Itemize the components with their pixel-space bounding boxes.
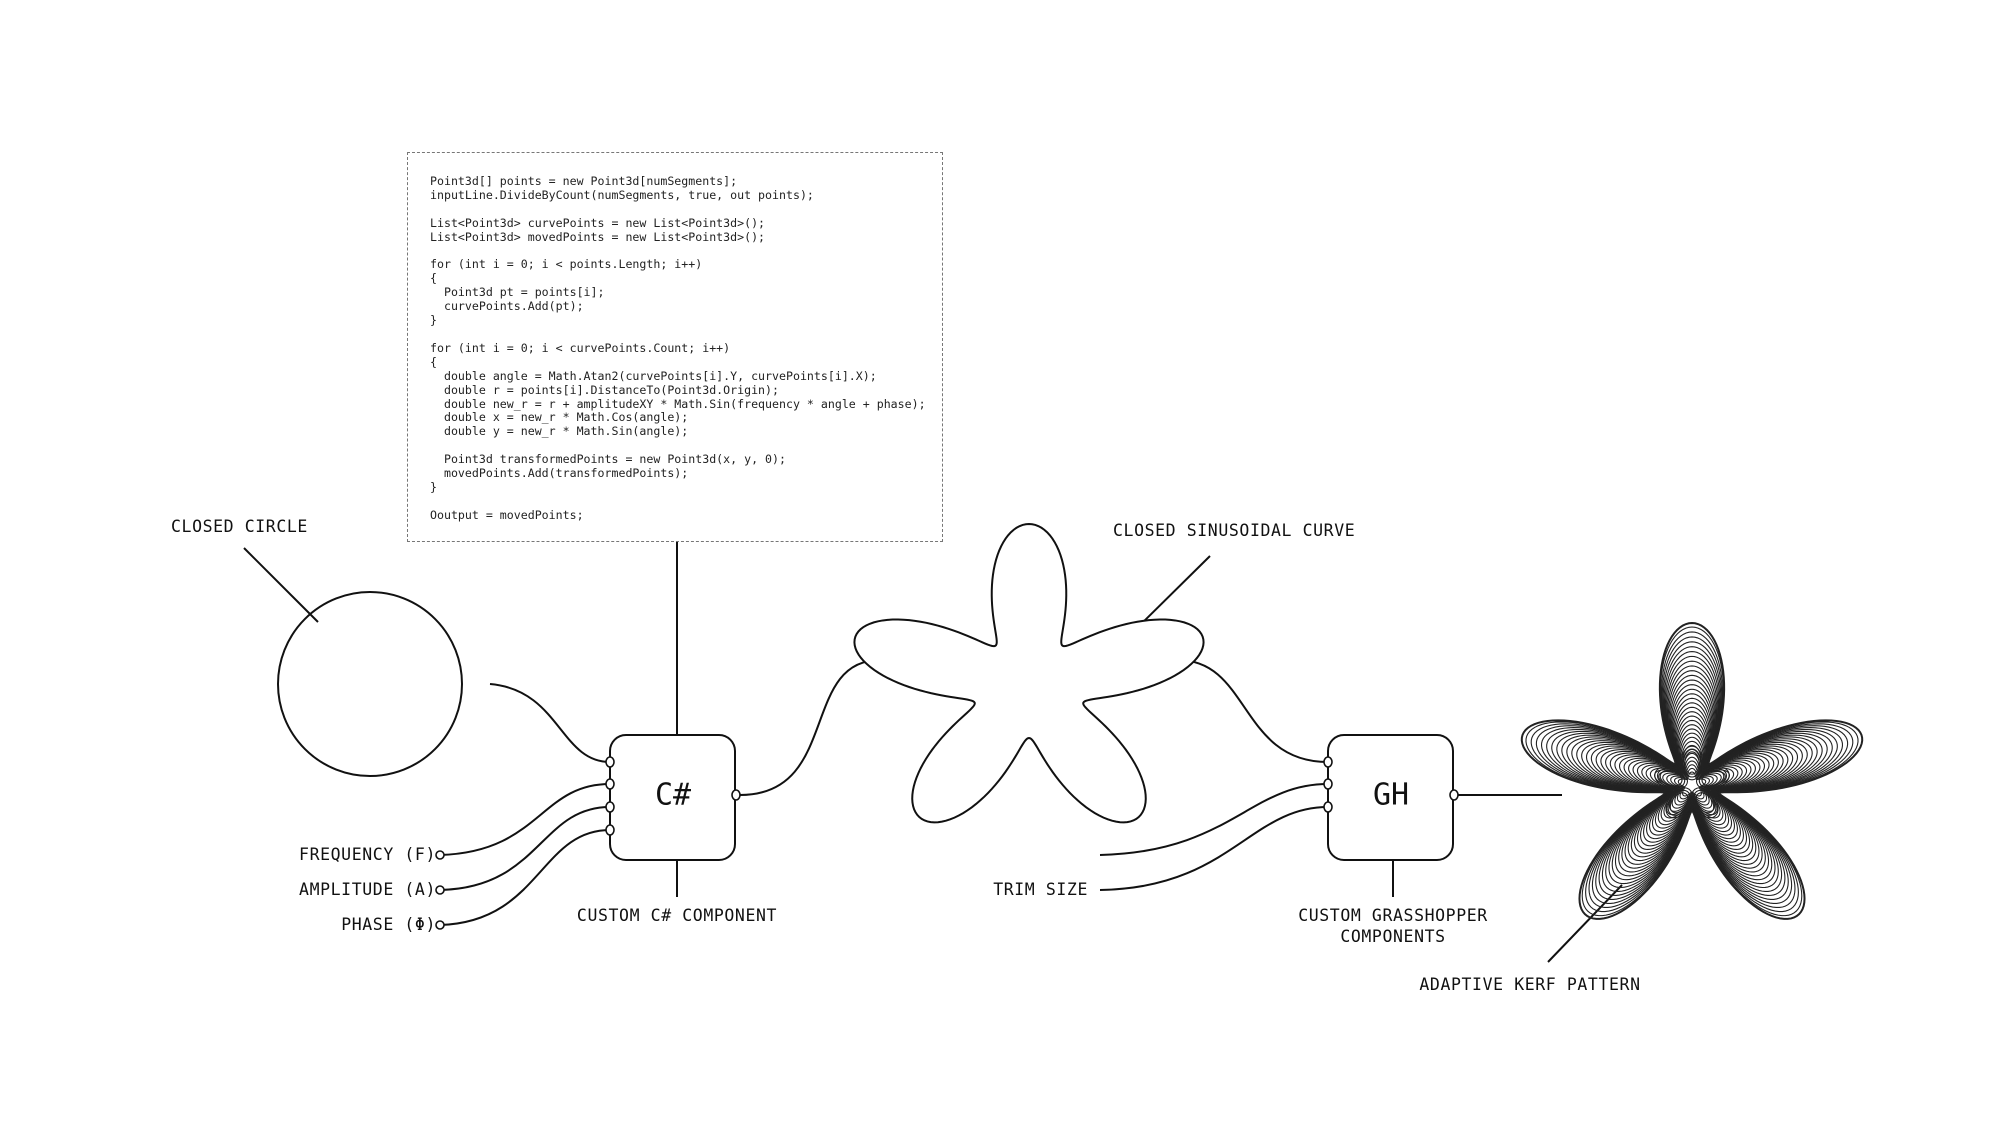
kerf-cell bbox=[1691, 787, 1719, 819]
adaptive-kerf-pattern-shape bbox=[1520, 621, 1864, 920]
closed-circle-shape bbox=[277, 591, 463, 777]
wire-trim-a bbox=[1099, 783, 1329, 856]
label-phase: PHASE (Φ) bbox=[341, 915, 436, 934]
kerf-cell bbox=[1665, 787, 1693, 819]
csharp-node-label: C# bbox=[654, 777, 692, 813]
frequency-terminal bbox=[435, 850, 445, 860]
csharp-input-port bbox=[605, 801, 615, 813]
wire-frequency bbox=[439, 783, 611, 856]
label-adaptive-kerf: ADAPTIVE KERF PATTERN bbox=[1419, 975, 1641, 994]
wire-circle-to-csharp bbox=[489, 683, 611, 763]
csharp-component[interactable] bbox=[605, 734, 741, 861]
leader-closed-circle bbox=[243, 547, 319, 623]
label-custom-gh-line2: COMPONENTS bbox=[1340, 927, 1446, 946]
label-closed-sinusoidal: CLOSED SINUSOIDAL CURVE bbox=[1113, 521, 1356, 540]
kerf-cell bbox=[1701, 769, 1725, 787]
kerf-cell bbox=[1682, 748, 1702, 778]
kerf-cell bbox=[1693, 789, 1717, 816]
label-custom-csharp: CUSTOM C# COMPONENT bbox=[576, 906, 778, 925]
code-snippet: Point3d[] points = new Point3d[numSegmen… bbox=[430, 174, 926, 522]
gh-input-port bbox=[1323, 756, 1333, 768]
kerf-outline bbox=[1520, 621, 1864, 920]
kerf-cell bbox=[1696, 766, 1730, 791]
csharp-output-port bbox=[731, 789, 741, 801]
gh-component[interactable] bbox=[1323, 734, 1459, 861]
leader-kerf bbox=[1547, 884, 1623, 963]
code-box: Point3d[] points = new Point3d[numSegmen… bbox=[407, 152, 943, 542]
kerf-cell bbox=[1680, 745, 1704, 781]
kerf-contour bbox=[1618, 715, 1766, 843]
kerf-cell bbox=[1654, 766, 1688, 791]
label-closed-circle: CLOSED CIRCLE bbox=[171, 517, 308, 536]
gh-node-label: GH bbox=[1372, 777, 1410, 813]
csharp-input-port bbox=[605, 778, 615, 790]
closed-sinusoidal-curve-shape bbox=[853, 522, 1205, 824]
label-custom-gh-line1: CUSTOM GRASSHOPPER bbox=[1298, 906, 1488, 925]
kerf-cell bbox=[1684, 751, 1700, 775]
gh-input-port bbox=[1323, 778, 1333, 790]
csharp-input-port bbox=[605, 824, 615, 836]
kerf-cell bbox=[1659, 769, 1683, 787]
amplitude-terminal bbox=[435, 885, 445, 895]
gh-output-port bbox=[1449, 789, 1459, 801]
label-frequency: FREQUENCY (F) bbox=[299, 845, 436, 864]
wire-trim-b bbox=[1099, 806, 1329, 891]
wire-curve-to-gh bbox=[1177, 659, 1329, 763]
label-amplitude: AMPLITUDE (A) bbox=[299, 880, 436, 899]
gh-input-port bbox=[1323, 801, 1333, 813]
wire-csharp-to-curve bbox=[739, 659, 881, 796]
kerf-cell bbox=[1698, 768, 1728, 789]
wire-phase bbox=[439, 829, 611, 926]
kerf-cell bbox=[1695, 792, 1715, 814]
phase-terminal bbox=[435, 920, 445, 930]
wire-amplitude bbox=[439, 806, 611, 891]
kerf-cell bbox=[1667, 789, 1691, 816]
label-trim-size: TRIM SIZE bbox=[993, 880, 1088, 899]
leader-sinusoidal bbox=[1134, 555, 1211, 631]
kerf-cell bbox=[1656, 768, 1686, 789]
kerf-cell bbox=[1669, 792, 1689, 814]
csharp-input-port bbox=[605, 756, 615, 768]
